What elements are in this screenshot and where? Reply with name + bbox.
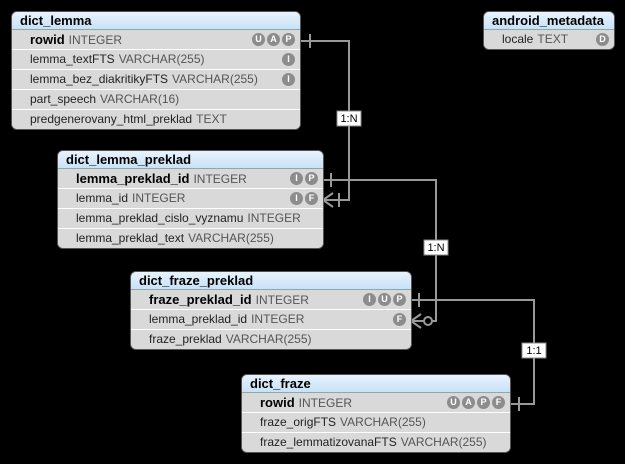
column-name: lemma_preklad_cislo_vyznamu — [76, 211, 244, 225]
flag-badge-icon: U — [378, 293, 391, 306]
flag-badge-icon: P — [305, 172, 318, 185]
column-type: VARCHAR(255) — [118, 52, 205, 66]
column-type: INTEGER — [193, 172, 247, 186]
flag-badge-icon: P — [282, 33, 295, 46]
flag-badge-icon: I — [290, 192, 303, 205]
column-type: INTEGER — [251, 312, 305, 326]
column-name: rowid — [30, 32, 65, 47]
column-type: VARCHAR(255) — [400, 435, 487, 449]
column-name: rowid — [260, 395, 295, 410]
flag-badge-icon: I — [290, 172, 303, 185]
column-name: fraze_lemmatizovanaFTS — [260, 435, 397, 449]
column-name: lemma_preklad_text — [76, 231, 185, 245]
column-flags: D — [596, 33, 609, 46]
flag-badge-icon: A — [267, 33, 280, 46]
column-type: INTEGER — [298, 396, 353, 410]
column-name: lemma_bez_diakritikyFTS — [30, 72, 169, 86]
column-type: VARCHAR(16) — [100, 92, 180, 106]
flag-badge-icon: I — [282, 53, 295, 66]
column-name: locale — [502, 32, 534, 46]
flag-badge-icon: P — [393, 293, 406, 306]
relation-label-box — [521, 342, 547, 359]
relation-label: 1:N — [340, 113, 357, 125]
column-type: TEXT — [196, 112, 227, 126]
table-title: dict_lemma — [12, 12, 300, 30]
flag-badge-icon: P — [477, 396, 490, 409]
table-title: android_metadata — [484, 12, 614, 30]
column-name: fraze_origFTS — [260, 415, 337, 429]
relation-label-box — [423, 239, 449, 256]
column-type: TEXT — [537, 32, 569, 46]
flag-badge-icon: A — [462, 396, 475, 409]
column-type: VARCHAR(255) — [188, 231, 274, 245]
flag-badge-icon: U — [447, 396, 460, 409]
column-name: fraze_preklad — [149, 332, 222, 346]
flag-badge-icon: U — [252, 33, 265, 46]
column-flags: I — [282, 73, 295, 86]
flag-badge-icon: F — [305, 192, 318, 205]
column-name: predgenerovany_html_preklad — [30, 112, 193, 126]
relation-label: 1:1 — [526, 345, 541, 357]
flag-badge-icon: I — [282, 73, 295, 86]
column-flags: I — [282, 53, 295, 66]
relation-label: 1:N — [427, 242, 444, 254]
column-type: INTEGER — [247, 211, 301, 225]
table-title: dict_lemma_preklad — [58, 151, 323, 169]
column-type: INTEGER — [68, 33, 123, 47]
column-name: lemma_preklad_id — [76, 171, 190, 186]
table-title: dict_fraze_preklad — [131, 272, 411, 290]
column-flags: F — [393, 313, 406, 326]
column-type: VARCHAR(255) — [225, 332, 312, 346]
column-name: lemma_textFTS — [30, 52, 115, 66]
column-type: INTEGER — [132, 191, 186, 205]
column-type: VARCHAR(255) — [172, 72, 258, 86]
column-type: VARCHAR(255) — [340, 415, 426, 429]
relation-label-box — [336, 110, 362, 127]
column-name: lemma_preklad_id — [149, 312, 248, 326]
flag-badge-icon: D — [596, 33, 609, 46]
flag-badge-icon: F — [393, 313, 406, 326]
column-name: fraze_preklad_id — [149, 292, 252, 307]
column-type: INTEGER — [255, 293, 309, 307]
column-name: lemma_id — [76, 191, 129, 205]
flag-badge-icon: I — [363, 293, 376, 306]
flag-badge-icon: F — [492, 396, 505, 409]
column-name: part_speech — [30, 92, 97, 106]
table-title: dict_fraze — [242, 375, 510, 393]
